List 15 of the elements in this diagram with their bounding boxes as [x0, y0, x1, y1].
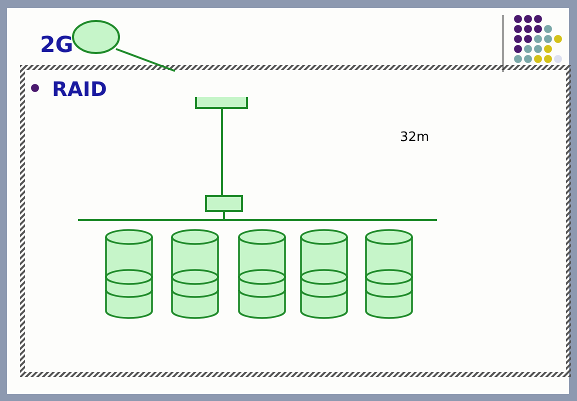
disk-cylinder — [171, 229, 219, 319]
box — [205, 195, 243, 212]
connector-line — [221, 109, 223, 195]
connector-line — [116, 48, 176, 72]
text-label: 32m — [400, 129, 430, 147]
text-label: 2G — [40, 32, 74, 60]
bus-line — [78, 219, 437, 221]
text-label: RAID — [52, 76, 107, 103]
disk-cylinder — [365, 229, 413, 319]
box — [195, 97, 248, 109]
ellipse — [72, 20, 120, 54]
disk-cylinder — [238, 229, 286, 319]
connector-line — [223, 212, 225, 219]
disk-cylinder — [105, 229, 153, 319]
disk-cylinder — [300, 229, 348, 319]
